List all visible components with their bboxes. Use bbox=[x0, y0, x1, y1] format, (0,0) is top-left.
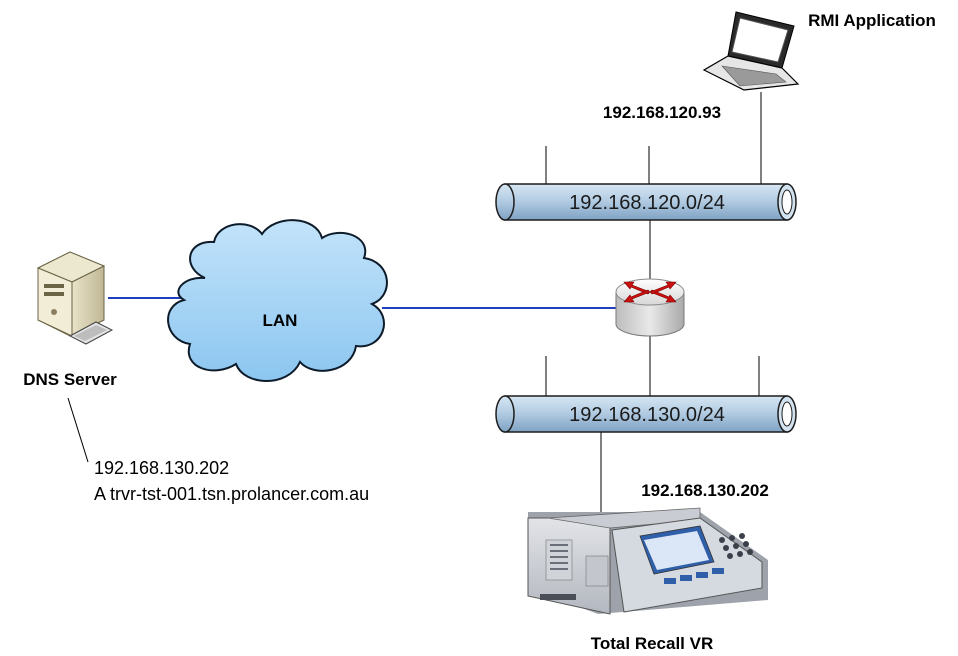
subnet-upper-label: 192.168.120.0/24 bbox=[569, 192, 725, 214]
dns-annotation-leader bbox=[67, 397, 89, 463]
recorder-device-icon bbox=[527, 507, 768, 615]
lan-label: LAN bbox=[263, 311, 298, 330]
subnet-lower-label: 192.168.130.0/24 bbox=[569, 404, 725, 426]
server-tower-icon bbox=[36, 251, 114, 345]
dns-server-ip: 192.168.130.202 bbox=[94, 458, 229, 478]
router-icon bbox=[615, 278, 685, 337]
cloud-icon: LAN bbox=[167, 219, 388, 382]
dns-server-label: DNS Server bbox=[23, 370, 117, 389]
total-recall-label: Total Recall VR bbox=[591, 634, 714, 653]
connection-lines bbox=[67, 92, 762, 512]
dns-a-record: A trvr-tst-001.tsn.prolancer.com.au bbox=[94, 484, 369, 504]
laptop-icon bbox=[702, 11, 800, 91]
subnet-pipe-lower: 192.168.130.0/24 bbox=[495, 395, 797, 433]
total-recall-ip: 192.168.130.202 bbox=[641, 481, 769, 500]
rmi-application-label: RMI Application bbox=[808, 11, 936, 30]
rmi-application-ip: 192.168.120.93 bbox=[603, 103, 721, 122]
subnet-pipe-upper: 192.168.120.0/24 bbox=[495, 183, 797, 221]
